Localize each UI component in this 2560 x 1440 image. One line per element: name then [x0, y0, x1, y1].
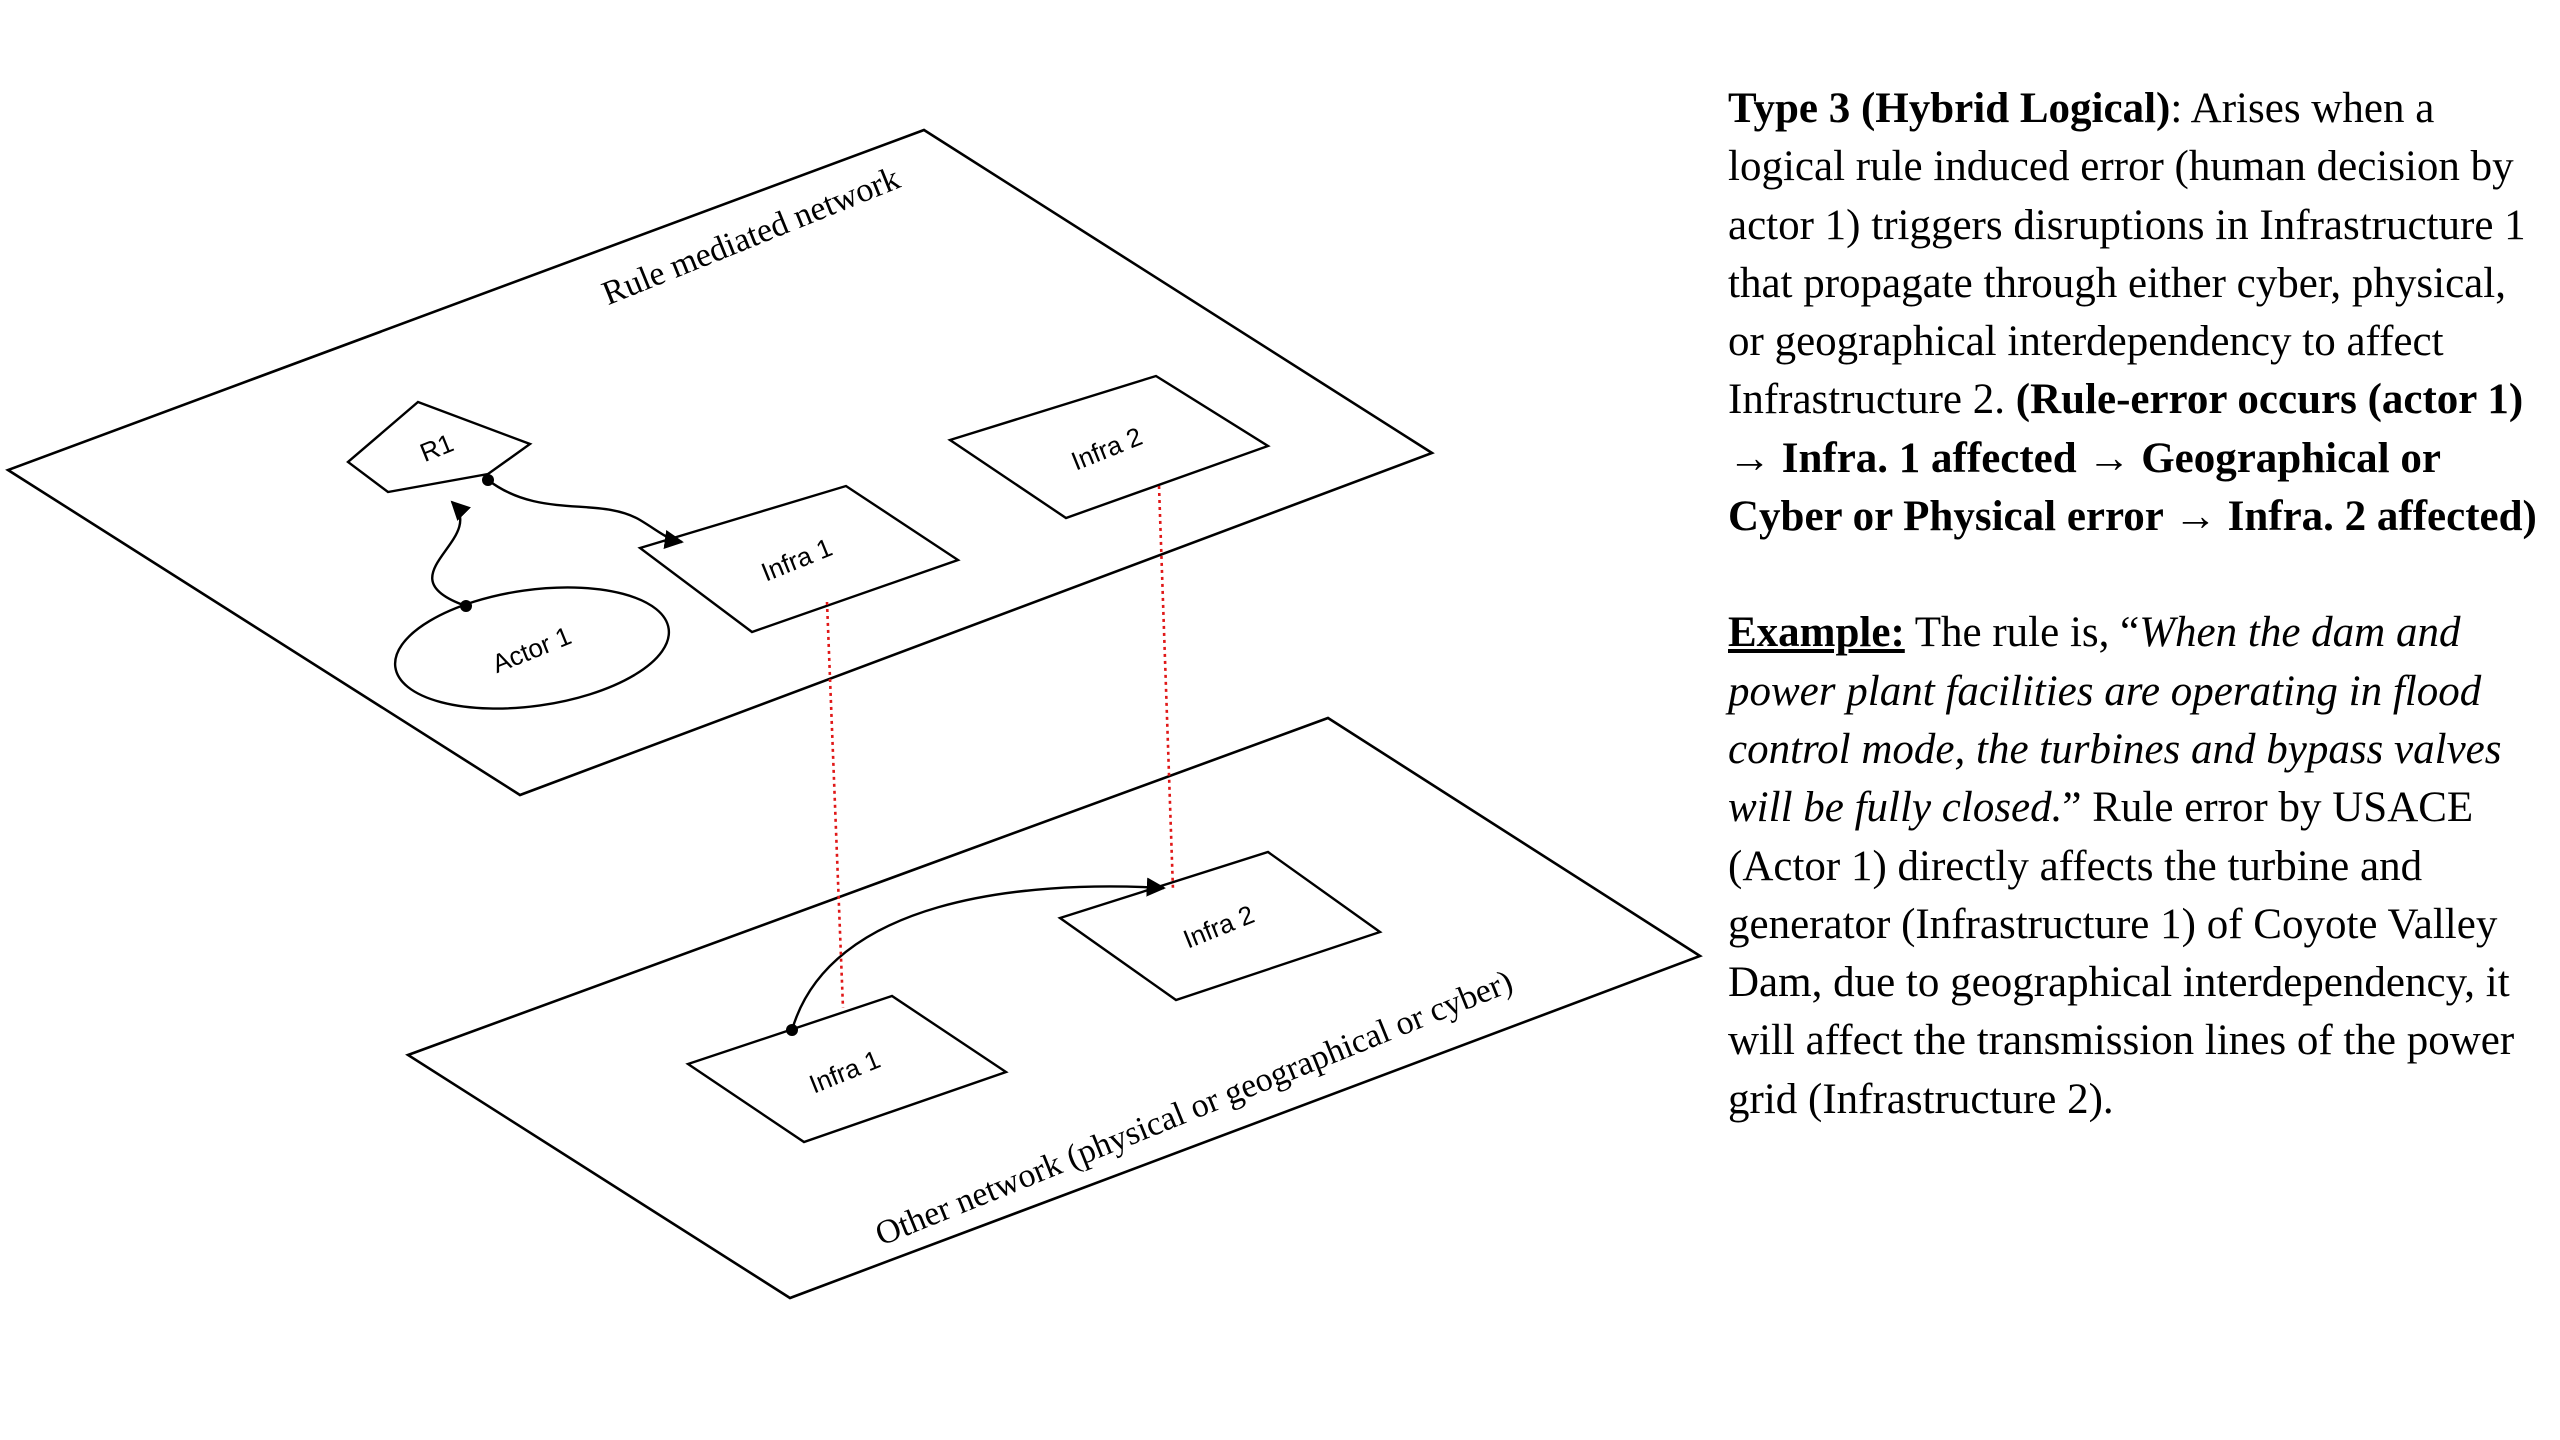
flow-step-4: Infra. 2 affected): [2227, 493, 2537, 541]
lower-infra1-node: [685, 994, 1009, 1144]
flow-step-3: Geographical or Cyber or Physical error: [1728, 434, 2441, 541]
example-intro: The rule is, “: [1904, 609, 2140, 657]
network-diagram: Rule mediated network Other network (phy…: [5, 128, 1703, 1300]
lower-infra2-node: [1057, 850, 1383, 1002]
flow-arrow-icon: →: [1728, 434, 1771, 482]
example-rule: When the dam and power plant facilities …: [1728, 609, 2502, 832]
flow-step-2: Infra. 1 affected: [1781, 434, 2077, 482]
r1-node: [346, 400, 533, 494]
flow-summary: (Rule-error occurs (actor 1) → Infra. 1 …: [1728, 376, 2537, 540]
flow-arrow-icon: →: [2087, 434, 2131, 482]
edge-actor1-to-r1: [431, 500, 471, 608]
flow-step-1: Rule-error occurs (actor 1): [2030, 376, 2524, 424]
upper-infra2-node: [947, 374, 1271, 520]
paragraph-gap: [1728, 546, 2540, 604]
edge-lower-infra1-to-infra2-origin: [786, 1024, 798, 1036]
lower-network-plane: [405, 716, 1703, 1300]
upper-infra1-node: [637, 484, 961, 634]
type-description: Type 3 (Hybrid Logical): Arises when a l…: [1728, 80, 2540, 546]
dependency-line-infra2: [1157, 485, 1175, 891]
example-rest: ” Rule error by USACE (Actor 1) directly…: [1728, 784, 2515, 1123]
description-panel: Type 3 (Hybrid Logical): Arises when a l…: [1728, 80, 2540, 1129]
edge-r1-to-upper-infra1-origin: [482, 474, 494, 486]
edge-lower-infra1-to-infra2: [790, 877, 1166, 1031]
type-title: Type 3 (Hybrid Logical): [1728, 85, 2171, 132]
type-text: : Arises when a logical rule induced err…: [1728, 85, 2526, 424]
example-description: Example: The rule is, “When the dam and …: [1728, 604, 2540, 1129]
edge-r1-to-upper-infra1: [487, 479, 684, 550]
example-label: Example:: [1728, 609, 1905, 657]
upper-network-plane: [5, 128, 1435, 797]
edge-actor1-to-r1-origin: [460, 600, 472, 612]
flow-open: (: [2015, 376, 2031, 424]
flow-arrow-icon: →: [2173, 493, 2217, 541]
dependency-line-infra1: [825, 601, 845, 1009]
actor1-node: [393, 586, 671, 710]
